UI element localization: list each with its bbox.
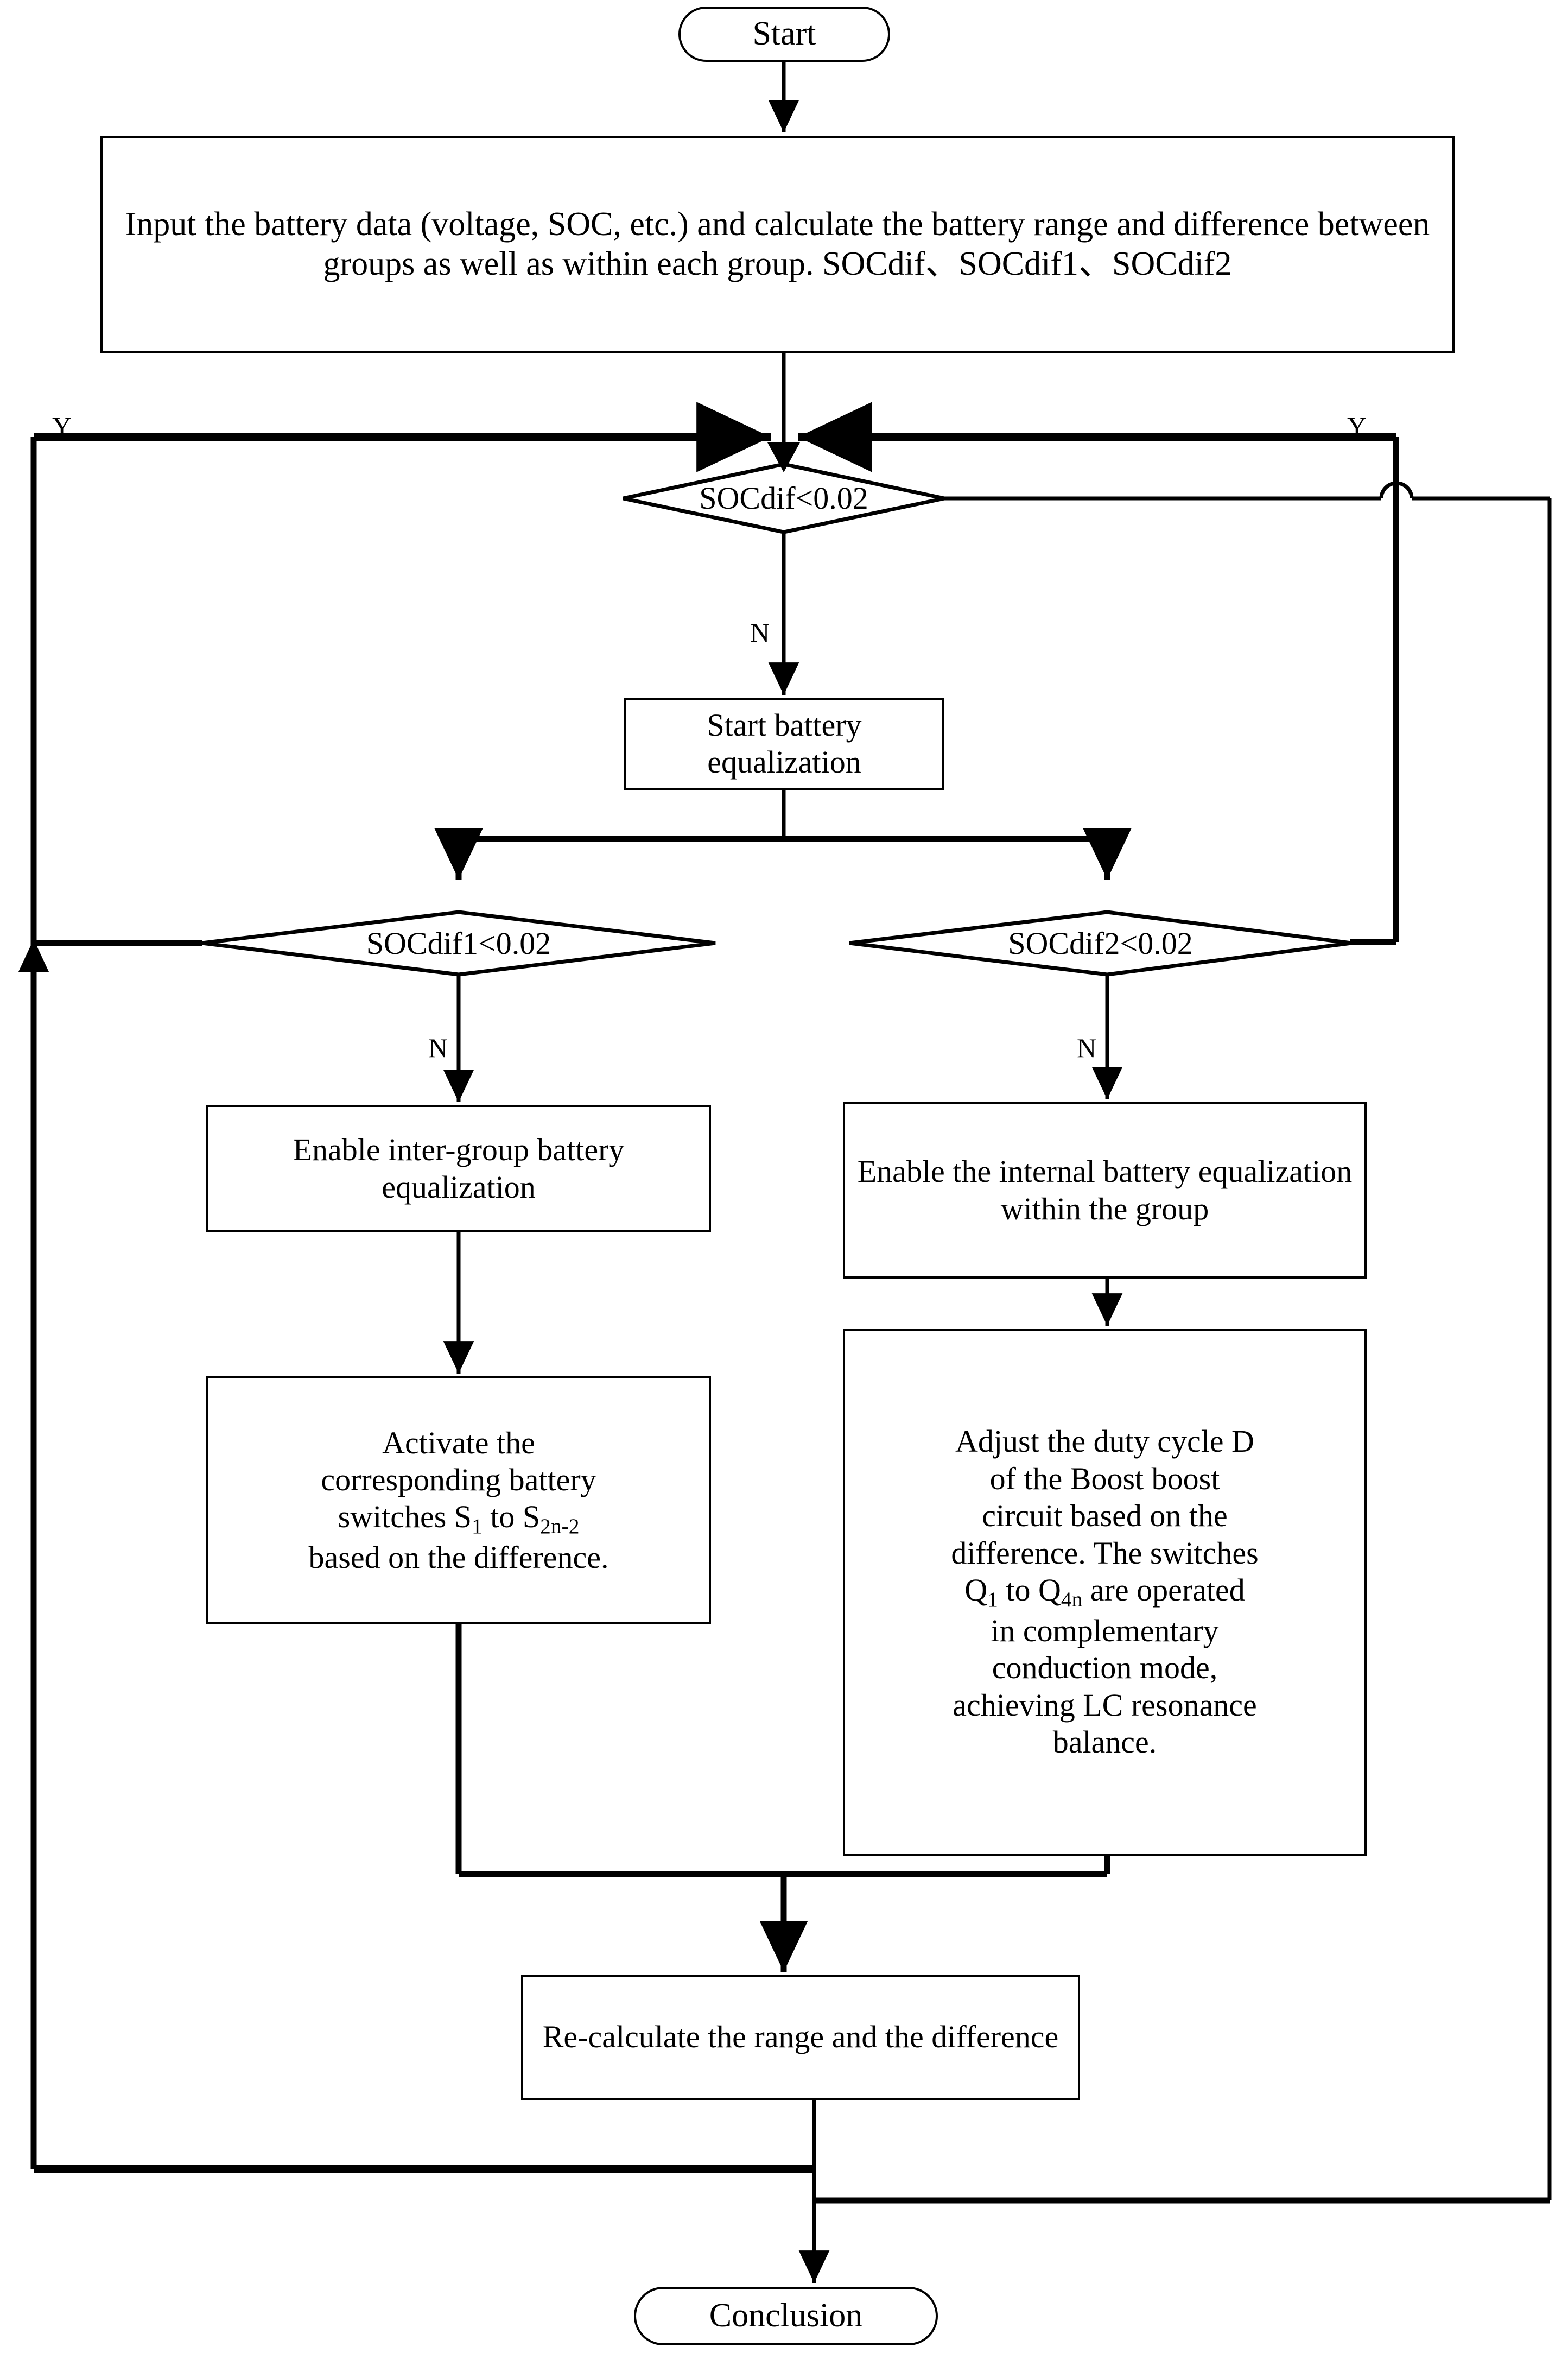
- node-decision-socdif1[interactable]: SOCdif1<0.02: [202, 912, 715, 975]
- activate-line-4: based on the difference.: [308, 1540, 609, 1575]
- node-adjust-duty-cycle-text: Adjust the duty cycle D of the Boost boo…: [845, 1423, 1364, 1761]
- node-decision-socdif[interactable]: SOCdif<0.02: [623, 464, 944, 532]
- node-conclusion[interactable]: Conclusion: [634, 2287, 938, 2345]
- node-start[interactable]: Start: [678, 7, 890, 62]
- adjust-line-6: in complementary: [991, 1612, 1219, 1648]
- edge-label-yes-right: Y: [1347, 411, 1367, 441]
- node-enable-inter-group-label: Enable inter-group battery equalization: [293, 1132, 625, 1205]
- edge-label-yes-left: Y: [52, 411, 72, 441]
- node-conclusion-label: Conclusion: [709, 2297, 863, 2335]
- node-activate-switches[interactable]: Activate the corresponding battery switc…: [206, 1376, 711, 1624]
- adjust-line-2: of the Boost boost: [989, 1460, 1220, 1496]
- node-start-label: Start: [752, 15, 816, 53]
- adjust-sub-1: 1: [987, 1587, 998, 1612]
- node-start-equalization-label: Start battery equalization: [707, 707, 862, 780]
- node-adjust-duty-cycle[interactable]: Adjust the duty cycle D of the Boost boo…: [843, 1329, 1367, 1856]
- adjust-line-5-pre: Q: [964, 1572, 988, 1608]
- adjust-line-8: achieving LC resonance: [953, 1687, 1257, 1723]
- node-enable-inter-group[interactable]: Enable inter-group battery equalization: [206, 1105, 711, 1232]
- node-decision-socdif2[interactable]: SOCdif2<0.02: [849, 912, 1351, 975]
- activate-sub-2: 2n-2: [540, 1514, 580, 1539]
- node-recalculate[interactable]: Re-calculate the range and the differenc…: [521, 1975, 1080, 2100]
- node-decision-socdif2-label: SOCdif2<0.02: [1008, 926, 1193, 961]
- node-enable-internal[interactable]: Enable the internal battery equalization…: [843, 1102, 1367, 1279]
- edge-label-no-socdif2: N: [1075, 1034, 1099, 1061]
- adjust-sub-2: 4n: [1061, 1587, 1083, 1612]
- activate-line-1: Activate the: [382, 1425, 535, 1460]
- edge-label-no-socdif1: N: [426, 1034, 450, 1061]
- adjust-line-5-mid: to Q: [998, 1572, 1061, 1608]
- node-decision-socdif1-label: SOCdif1<0.02: [366, 926, 551, 961]
- adjust-line-3: circuit based on the: [982, 1498, 1228, 1534]
- adjust-line-7: conduction mode,: [992, 1650, 1218, 1686]
- node-activate-switches-text: Activate the corresponding battery switc…: [208, 1425, 709, 1577]
- node-enable-internal-label: Enable the internal battery equalization…: [857, 1154, 1353, 1226]
- activate-line-2: corresponding battery: [321, 1462, 596, 1497]
- node-start-equalization[interactable]: Start battery equalization: [624, 698, 944, 790]
- node-decision-socdif-label: SOCdif<0.02: [699, 480, 868, 516]
- adjust-line-1: Adjust the duty cycle D: [955, 1424, 1254, 1459]
- edge-label-no-socdif: N: [748, 619, 772, 646]
- node-input-battery-data-label: Input the battery data (voltage, SOC, et…: [125, 205, 1430, 282]
- node-recalculate-label: Re-calculate the range and the differenc…: [542, 2019, 1059, 2055]
- adjust-line-5-post: are operated: [1082, 1572, 1245, 1608]
- adjust-line-9: balance.: [1052, 1724, 1157, 1760]
- activate-line-3-mid: to S: [482, 1499, 541, 1535]
- activate-sub-1: 1: [472, 1514, 483, 1539]
- adjust-line-4: difference. The switches: [951, 1535, 1259, 1571]
- activate-line-3-pre: switches S: [338, 1499, 472, 1535]
- node-input-battery-data[interactable]: Input the battery data (voltage, SOC, et…: [100, 136, 1455, 353]
